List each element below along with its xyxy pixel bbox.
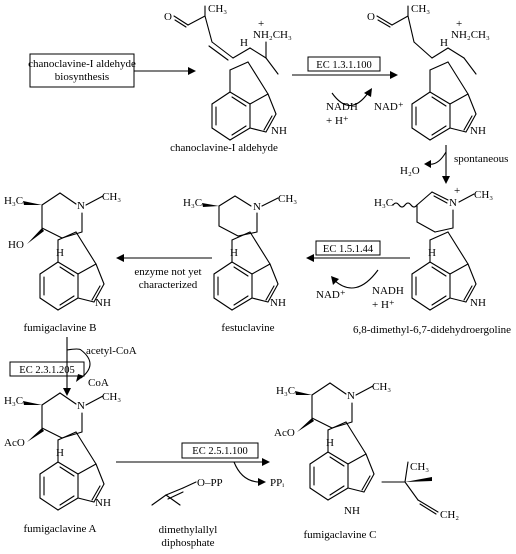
fumigaclavine-b-structure: H₃C N CH₃ HO (4, 191, 121, 251)
atom-nh-6: NH (95, 497, 111, 509)
atom-h3c-fuma: H₃C (4, 395, 23, 407)
atom-ch3-prenyl-1: CH₃ (410, 461, 429, 473)
atom-h: H (240, 37, 248, 49)
indole-core-1 (211, 61, 277, 141)
indole-core-3: H (411, 231, 477, 311)
nad-label-2: NAD⁺ (316, 289, 346, 301)
atom-n-fumc: N (347, 390, 355, 402)
atom-ch3-2: CH₃ (411, 3, 430, 15)
cofactor-curve-1 (331, 92, 369, 107)
compound-name-dmapp-line-2: diphosphate (161, 537, 214, 549)
atom-nh-1: NH (271, 125, 287, 137)
atom-h3c-fumb: H₃C (4, 195, 23, 207)
compound-name-dmapp-line-1: dimethylallyl (159, 524, 218, 536)
atom-nh-5: NH (95, 297, 111, 309)
biosynthesis-box-line-1: chanoclavine-I aldehyde (28, 58, 136, 70)
indole-core-7: H (309, 421, 375, 501)
nadh-label-1: NADH (326, 101, 358, 113)
atom-h-ring: H (326, 437, 334, 449)
atom-n-fuma: N (77, 400, 85, 412)
fumigaclavine-a-structure: H₃C N CH₃ AcO (4, 391, 121, 449)
iminium-structure: H₃C N + CH₃ (374, 185, 493, 233)
atom-h3c-fumc: H₃C (276, 385, 295, 397)
atom-n-iminium: N (449, 197, 457, 209)
ppi-curve (233, 461, 261, 483)
atom-ho-fumb: HO (8, 239, 24, 251)
atom-aco-fumc: AcO (274, 427, 295, 439)
nadh-label-2: NADH (372, 285, 404, 297)
compound-name-fumigaclavine-c: fumigaclavine C (303, 529, 376, 541)
h-plus-label-1: + H⁺ (326, 115, 349, 127)
ec-1-5-1-44-label: EC 1.5.1.44 (323, 244, 374, 255)
not-characterized-line-1: enzyme not yet (134, 266, 201, 278)
chanoclavine-aldehyde-structure: O CH₃ H + NH₂CH₃ (164, 3, 292, 75)
atom-ch3-festuclavine: CH₃ (278, 193, 297, 205)
indole-core-6: H (39, 431, 105, 511)
ec-2-5-1-100-box (181, 442, 259, 459)
atom-nh-3: NH (470, 297, 486, 309)
atom-h3c-festuclavine: H₃C (183, 197, 202, 209)
atom-plus: + (258, 18, 264, 30)
spontaneous-label: spontaneous (454, 153, 508, 165)
festuclavine-structure: H₃C N CH₃ (183, 193, 297, 237)
atom-plus-2: + (456, 18, 462, 30)
atom-h-ring: H (230, 247, 238, 259)
dmapp-structure: O–PP (151, 477, 223, 506)
atom-nh2ch3: NH₂CH₃ (253, 29, 292, 41)
atom-ch3-iminium: CH₃ (474, 189, 493, 201)
ec-2-5-1-100-label: EC 2.5.1.100 (192, 446, 247, 457)
atom-h-2: H (440, 37, 448, 49)
not-characterized-line-2: characterized (139, 279, 198, 291)
ec-2-3-1-205-label: EC 2.3.1.205 (19, 365, 74, 376)
atom-nh2ch3-2: NH₂CH₃ (451, 29, 490, 41)
nad-label-1: NAD⁺ (374, 101, 404, 113)
cofactor-curve-2 (333, 269, 379, 289)
compound-name-fumigaclavine-a: fumigaclavine A (23, 523, 96, 535)
atom-plus-iminium: + (454, 185, 460, 197)
atom-nh-7: NH (344, 505, 360, 517)
atom-h-ring: H (56, 247, 64, 259)
coa-label: CoA (88, 377, 109, 389)
atom-n-festuclavine: N (253, 201, 261, 213)
atom-ch2-fumc: CH₂ (440, 509, 459, 521)
compound-name-festuclavine: festuclavine (221, 322, 274, 334)
ppi-label: PPᵢ (270, 477, 284, 489)
indole-core-2 (411, 61, 477, 141)
indole-core-4: H (213, 231, 279, 311)
biosynthesis-box-line-2: biosynthesis (55, 71, 109, 83)
atom-o: O (164, 11, 172, 23)
ec-2-3-1-205-box (9, 361, 85, 377)
ec-1-5-1-44-box (315, 240, 381, 256)
atom-nh-4: NH (270, 297, 286, 309)
atom-h3c-iminium: H₃C (374, 197, 393, 209)
indole-core-5: H (39, 231, 105, 311)
atom-nh-2: NH (470, 125, 486, 137)
acetyl-coa-label: acetyl-CoA (86, 345, 137, 357)
atom-ch3-fumb: CH₃ (102, 191, 121, 203)
atom-opp: O–PP (197, 477, 223, 489)
atom-ch3-fuma: CH₃ (102, 391, 121, 403)
atom-n-fumb: N (77, 200, 85, 212)
ec-1-3-1-100-box (307, 56, 381, 72)
compound-name-fumigaclavine-b: fumigaclavine B (23, 322, 96, 334)
atom-ch3-fumc: CH₃ (372, 381, 391, 393)
atom-h-ring: H (428, 247, 436, 259)
atom-o-2: O (367, 11, 375, 23)
compound-name-chanoclavine-aldehyde: chanoclavine-I aldehyde (170, 142, 278, 154)
atom-ch3: CH₃ (208, 3, 227, 15)
compound-name-didehydroergoline: 6,8-dimethyl-6,7-didehydroergoline (353, 324, 511, 336)
atom-aco-fuma: AcO (4, 437, 25, 449)
h-plus-label-2: + H⁺ (372, 299, 395, 311)
ec-1-3-1-100-label: EC 1.3.1.100 (316, 60, 371, 71)
acetyl-curve (66, 348, 91, 379)
water-label: H₂O (400, 165, 420, 177)
fumigaclavine-c-structure: H₃C N CH₃ AcO CH₃ CH₂ (274, 381, 459, 521)
atom-h-ring: H (56, 447, 64, 459)
dihydro-aldehyde-structure: O CH₃ H + NH₂CH₃ (367, 3, 490, 75)
